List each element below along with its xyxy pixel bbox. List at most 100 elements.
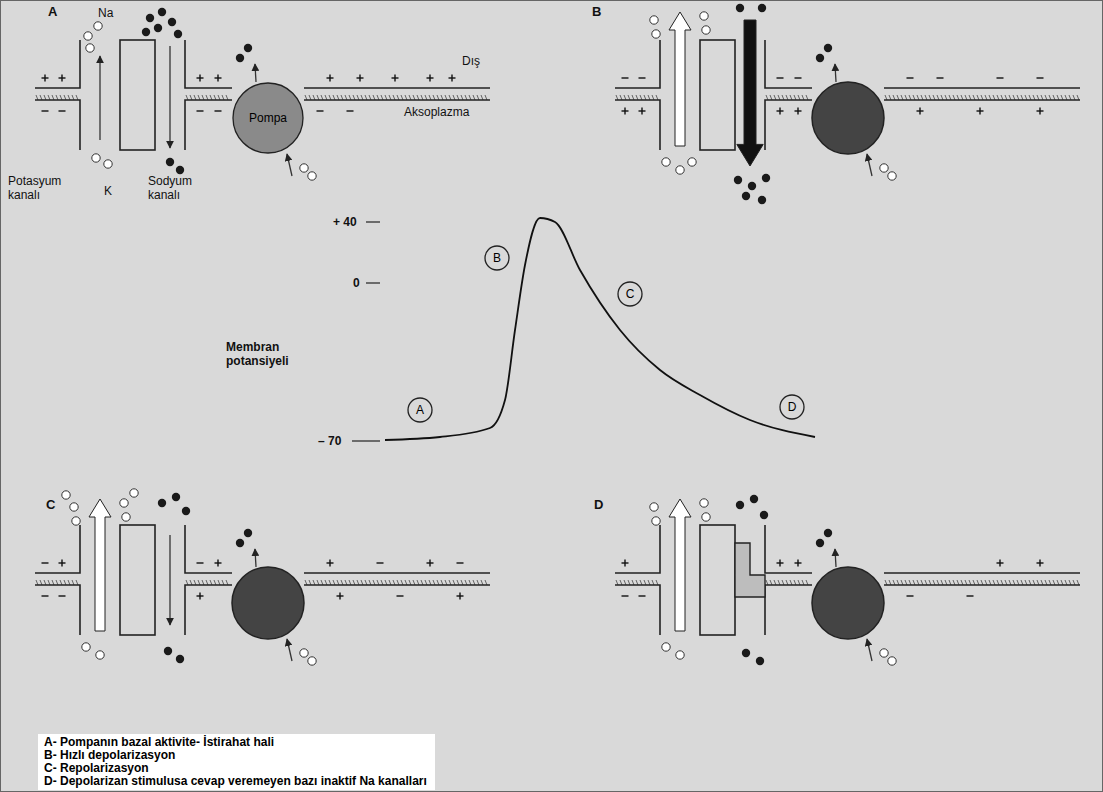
- membrane-line: [615, 100, 660, 150]
- potassium-ion: [96, 651, 104, 659]
- plus-sign: [61, 75, 62, 82]
- potassium-ion: [72, 517, 80, 525]
- panel-letter: C: [46, 498, 55, 512]
- sodium-ion: [748, 182, 756, 190]
- plus-sign: [217, 75, 218, 82]
- channel-protein: [700, 525, 735, 635]
- membrane-line: [615, 585, 660, 635]
- potassium-ions: [62, 489, 316, 665]
- membrane-panel: [35, 8, 490, 180]
- plus-sign: [779, 560, 780, 567]
- phase-key-line: B- Hızlı depolarizasyon: [44, 749, 429, 762]
- pump-symbol: [812, 82, 884, 154]
- plus-sign: [624, 108, 625, 115]
- sodium-ion: [164, 647, 172, 655]
- sodium-ions: [736, 495, 832, 665]
- plus-sign: [199, 75, 200, 82]
- minus-sign: [937, 77, 944, 78]
- membrane-line: [884, 572, 1080, 574]
- sodium-ion: [816, 539, 824, 547]
- sodium-ion: [142, 28, 150, 36]
- potassium-ion: [702, 513, 710, 521]
- minus-sign: [347, 110, 354, 111]
- potassium-ion: [300, 649, 308, 657]
- membrane-line: [185, 585, 232, 635]
- potassium-ion: [676, 166, 684, 174]
- sodium-ion: [244, 529, 252, 537]
- plus-sign: [329, 560, 330, 567]
- pump-label: Pompa: [232, 82, 304, 154]
- sodium-ion: [166, 158, 174, 166]
- sodium-ion: [824, 529, 832, 537]
- membrane-line: [304, 572, 490, 574]
- plus-sign: [797, 560, 798, 567]
- potassium-ion: [662, 643, 670, 651]
- sodium-ions: [734, 4, 832, 204]
- minus-sign: [907, 595, 914, 596]
- sodium-ion: [760, 511, 768, 519]
- minus-sign: [42, 595, 49, 596]
- potassium-ion: [652, 30, 660, 38]
- membrane-line: [884, 87, 1080, 89]
- channel-label: Sodyum kanalı: [148, 174, 202, 202]
- potassium-ion: [308, 172, 316, 180]
- potassium-ions: [84, 22, 316, 180]
- potassium-ion: [652, 517, 660, 525]
- ion-flow-arrow: [835, 64, 836, 82]
- membrane-panel: [615, 495, 1080, 665]
- phase-key-line: C- Repolarizasyon: [44, 762, 429, 775]
- potassium-ion: [888, 172, 896, 180]
- ion-flow-arrow: [169, 535, 170, 625]
- channel-protein: [120, 525, 155, 635]
- potassium-ion: [662, 158, 670, 166]
- membrane-line: [884, 584, 1080, 586]
- axis-tick: [366, 282, 380, 283]
- ion-flow-arrow: [89, 499, 111, 631]
- circle-shape: [780, 395, 804, 419]
- sodium-ion: [734, 176, 742, 184]
- action-potential-curve: [385, 218, 815, 440]
- membrane-line: [185, 40, 232, 88]
- sodium-ion: [756, 657, 764, 665]
- potassium-ion: [888, 657, 896, 665]
- minus-sign: [457, 562, 464, 563]
- ion-label: Na: [98, 6, 113, 20]
- minus-sign: [622, 77, 629, 78]
- potassium-ion: [84, 32, 92, 40]
- sodium-ion: [244, 44, 252, 52]
- minus-sign: [197, 562, 204, 563]
- membrane-line: [35, 40, 80, 88]
- axis-title: Membran potansiyeli: [226, 340, 302, 368]
- minus-sign: [639, 77, 646, 78]
- minus-sign: [59, 110, 66, 111]
- ion-flow-arrow: [287, 154, 292, 176]
- phase-marker: A: [407, 397, 433, 423]
- membrane-line: [765, 100, 812, 150]
- membrane-line: [765, 585, 812, 635]
- axis-value: – 70: [318, 434, 341, 448]
- channel-label: Potasyum kanalı: [8, 174, 72, 202]
- circle-shape: [408, 398, 432, 422]
- plus-sign: [779, 108, 780, 115]
- membrane-line: [35, 100, 80, 150]
- minus-sign: [317, 110, 324, 111]
- potassium-ion: [702, 26, 710, 34]
- plus-sign: [999, 560, 1000, 567]
- potassium-ion: [94, 22, 102, 30]
- ion-flow-arrow: [169, 46, 170, 148]
- plus-sign: [1039, 108, 1040, 115]
- plus-sign: [199, 593, 200, 600]
- phase-marker: C: [617, 281, 643, 307]
- potassium-ion: [104, 160, 112, 168]
- channel-protein: [120, 40, 155, 150]
- plus-sign: [217, 560, 218, 567]
- membrane-panel: [35, 489, 490, 665]
- ion-flow-arrow: [867, 639, 872, 661]
- panel-letter: B: [592, 5, 601, 19]
- pump-symbol: [232, 567, 304, 639]
- potassium-ion: [130, 489, 138, 497]
- phase-letter: D: [779, 394, 805, 420]
- plus-sign: [359, 75, 360, 82]
